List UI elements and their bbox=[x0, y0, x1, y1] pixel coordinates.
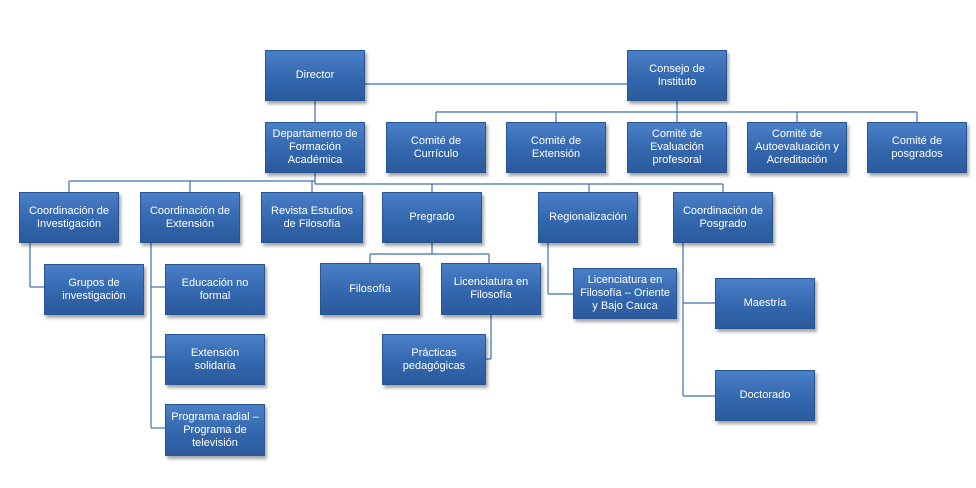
node-consejo-instituto: Consejo de Instituto bbox=[627, 50, 727, 101]
node-revista: Revista Estudios de Filosofía bbox=[261, 192, 363, 243]
node-coord-posgrado: Coordinación de Posgrado bbox=[673, 192, 773, 243]
node-regionalizacion: Regionalización bbox=[538, 192, 638, 243]
node-coord-investigacion: Coordinación de Investigación bbox=[19, 192, 119, 243]
node-filosofia: Filosofía bbox=[320, 263, 420, 315]
node-doctorado: Doctorado bbox=[715, 370, 815, 421]
node-extension-solidaria: Extensión solidaria bbox=[165, 334, 265, 385]
node-director: Director bbox=[265, 50, 365, 101]
node-comite-extension: Comité de Extensión bbox=[506, 122, 606, 173]
node-licenciatura-filosofia: Licenciatura en Filosofía bbox=[441, 263, 541, 315]
node-licenciatura-oriente: Licenciatura en Filosofía – Oriente y Ba… bbox=[573, 268, 677, 319]
node-educacion-no-formal: Educación no formal bbox=[165, 264, 265, 315]
node-practicas-pedagogicas: Prácticas pedagógicas bbox=[382, 334, 486, 385]
node-comite-evaluacion: Comité de Evaluación profesoral bbox=[627, 122, 727, 173]
node-comite-posgrados: Comité de posgrados bbox=[867, 122, 967, 173]
node-departamento-formacion: Departamento de Formación Académica bbox=[265, 122, 365, 173]
node-grupos-investigacion: Grupos de investigación bbox=[44, 264, 144, 315]
node-programa-radial: Programa radial – Programa de televisión bbox=[165, 404, 265, 456]
node-comite-autoevaluacion: Comité de Autoevaluación y Acreditación bbox=[747, 122, 847, 173]
node-comite-curriculo: Comité de Currículo bbox=[386, 122, 486, 173]
node-maestria: Maestría bbox=[715, 278, 815, 329]
node-pregrado: Pregrado bbox=[382, 192, 482, 243]
node-coord-extension: Coordinación de Extensión bbox=[140, 192, 240, 243]
